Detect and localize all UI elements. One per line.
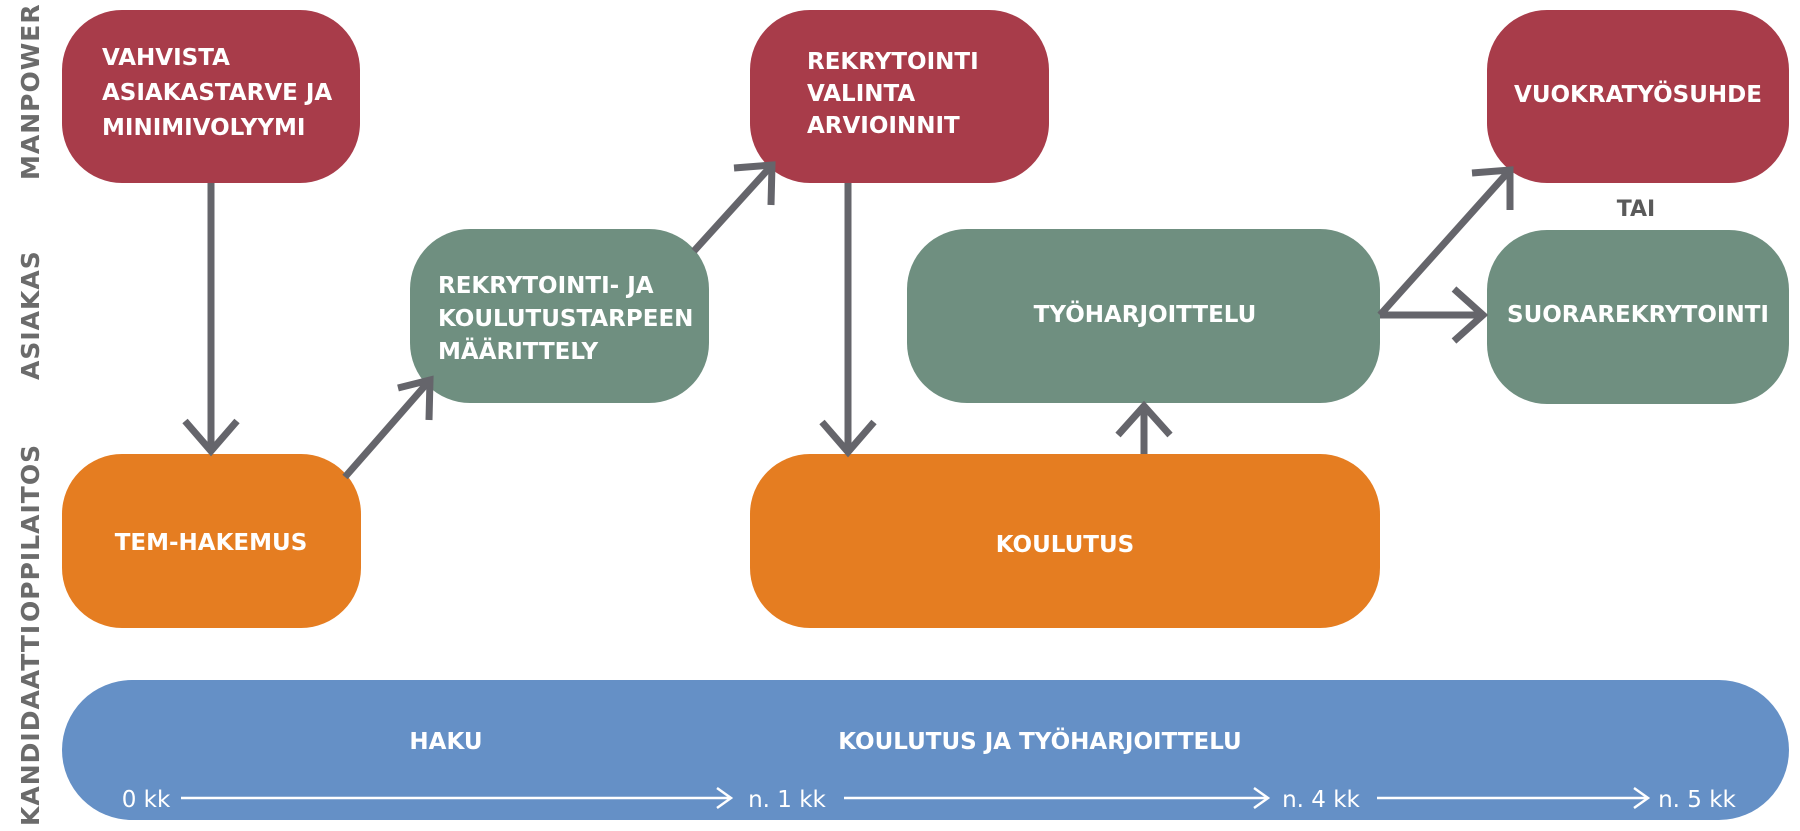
box-koulutus: [750, 454, 1380, 628]
timeline-arrowhead-2: [1253, 786, 1271, 810]
box-vahvista-line-2: ASIAKASTARVE JA: [102, 80, 332, 106]
box-maarittely-line-2: KOULUTUSTARPEEN: [438, 306, 693, 332]
box-rekrytointi-line-3: ARVIOINNIT: [807, 113, 960, 139]
arrowhead-maarittely-to-rekrytointi: [733, 161, 776, 206]
box-vuokratyosuhde: [1487, 10, 1789, 183]
arrowhead-tem-to-maarittely: [397, 375, 434, 421]
candidate-phase-haku: HAKU: [409, 729, 482, 755]
box-tyoharjoittelu-label: TYÖHARJOITTELU: [1034, 300, 1257, 328]
box-tyoharjoittelu: [907, 229, 1380, 403]
box-tem-hakemus-label: TEM-HAKEMUS: [115, 530, 308, 556]
arrowhead-rekrytointi-to-koulutus: [819, 419, 877, 458]
timeline: 0 kk n. 1 kk n. 4 kk n. 5 kk: [122, 786, 1737, 813]
timeline-arrowhead-3: [1633, 786, 1651, 810]
box-vuokratyosuhde-label: VUOKRATYÖSUHDE: [1514, 80, 1762, 108]
box-suorarekrytointi: [1487, 230, 1789, 404]
arrow-tem-to-maarittely: [342, 377, 433, 480]
arrow-maarittely-to-rekrytointi: [691, 162, 775, 254]
box-vahvista-line-3: MINIMIVOLYYMI: [102, 115, 305, 141]
box-koulutus-label: KOULUTUS: [996, 532, 1134, 558]
timeline-label-2: n. 4 kk: [1282, 787, 1360, 813]
timeline-label-0: 0 kk: [122, 787, 171, 813]
timeline-label-1: n. 1 kk: [748, 787, 826, 813]
arrowhead-koulutus-to-tyoharjoittelu: [1115, 400, 1173, 438]
arrowhead-tyoharjoittelu-to-suorarekrytointi: [1451, 286, 1489, 344]
box-tem-hakemus: [62, 454, 361, 628]
arrows: [182, 161, 1514, 480]
box-vahvista-line-1: VAHVISTA: [102, 45, 230, 71]
lane-label-asiakas: ASIAKAS: [16, 250, 45, 380]
candidate-bar: [62, 680, 1789, 820]
arrowhead-tyoharjoittelu-to-vuokratyosuhde: [1471, 166, 1514, 210]
lane-label-kandidaatti: KANDIDAATTI: [16, 624, 45, 826]
box-maarittely: [410, 229, 709, 403]
box-maarittely-line-3: MÄÄRITTELY: [438, 337, 598, 365]
arrowhead-vahvista-to-tem: [182, 418, 240, 457]
candidate-phase-koulutus: KOULUTUS JA TYÖHARJOITTELU: [838, 727, 1241, 755]
lane-labels: MANPOWER ASIAKAS OPPILAITOS KANDIDAATTI: [16, 3, 45, 826]
box-maarittely-line-1: REKRYTOINTI- JA: [438, 273, 654, 299]
arrow-tyoharjoittelu-to-vuokratyosuhde: [1377, 167, 1513, 318]
or-label: TAI: [1617, 197, 1656, 222]
timeline-label-3: n. 5 kk: [1658, 787, 1736, 813]
box-rekrytointi-line-2: VALINTA: [807, 81, 915, 107]
lane-label-oppilaitos: OPPILAITOS: [16, 444, 45, 622]
box-rekrytointi-line-1: REKRYTOINTI: [807, 49, 979, 75]
box-vahvista: [62, 10, 360, 183]
box-rekrytointi: [750, 10, 1049, 183]
timeline-arrowhead-1: [716, 786, 734, 810]
box-suorarekrytointi-label: SUORAREKRYTOINTI: [1507, 302, 1769, 328]
lane-label-manpower: MANPOWER: [16, 3, 45, 180]
